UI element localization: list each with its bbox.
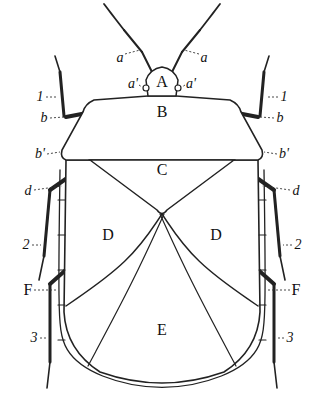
leader-line [276,338,284,339]
front-leg [55,56,60,72]
segment-mark [58,304,65,305]
middle-leg [44,190,50,256]
front-leg [60,72,64,116]
abdomen-outline [64,160,260,383]
pronotum [62,96,263,160]
leader-line [40,338,48,339]
membrane-line [160,214,236,366]
leader-line [47,152,60,154]
eye [175,85,181,91]
segment-mark [259,269,266,270]
leader-line [264,152,277,154]
part-letter: B [156,104,169,120]
antenna [182,30,200,52]
membrane-line [88,214,164,366]
leader-line [267,290,290,291]
head [146,67,178,96]
part-letter: D [101,227,115,243]
antenna [124,30,142,52]
membrane-line [66,214,162,306]
scutellum [90,160,234,214]
segment-mark [58,339,65,340]
leader-line [262,186,290,190]
leader-line [139,85,142,87]
membrane-line [162,214,258,306]
part-letter: a' [127,77,139,91]
part-letter: b' [34,147,46,161]
part-letter: A [155,74,169,90]
leader-line [184,50,199,54]
callout-number: 1 [280,90,289,104]
leader-line [32,245,41,246]
leader-line [50,117,64,118]
middle-leg [280,256,285,280]
middle-leg [39,256,44,280]
part-letter: a' [185,77,197,91]
part-letter: a [200,51,209,65]
leader-line [46,97,58,98]
part-letter: F [23,282,34,298]
front-leg [264,56,269,72]
segment-mark [58,234,65,235]
antenna [104,4,124,30]
leader-line [260,117,274,118]
leader-line [283,245,292,246]
segment-mark [259,199,266,200]
part-letter: d [24,184,33,198]
leader-line [34,186,62,190]
part-letter: b [40,111,49,125]
part-letter: a [116,51,125,65]
part-letter: F [291,282,302,298]
part-letter: D [209,227,223,243]
part-letter: C [156,162,169,178]
segment-mark [259,304,266,305]
callout-number: 1 [36,90,45,104]
antenna [200,4,220,30]
segment-mark [58,269,65,270]
leader-line [125,50,140,54]
callout-number: 3 [286,331,295,345]
callout-number: 2 [22,238,31,252]
eye [143,85,149,91]
antenna [172,52,182,72]
front-leg [260,72,264,116]
part-letter: b [276,111,285,125]
hind-leg [274,362,277,388]
hind-leg [47,362,50,388]
callout-number: 3 [30,331,39,345]
segment-mark [259,339,266,340]
segment-mark [259,234,266,235]
leader-line [34,290,57,291]
part-letter: b' [278,147,290,161]
segment-mark [58,199,65,200]
leader-line [266,97,278,98]
hind-leg [49,284,52,362]
antenna [142,52,152,72]
middle-leg [274,190,280,256]
callout-number: 2 [294,238,303,252]
part-letter: E [156,322,168,338]
hind-leg [273,284,276,362]
part-letter: d [292,184,301,198]
